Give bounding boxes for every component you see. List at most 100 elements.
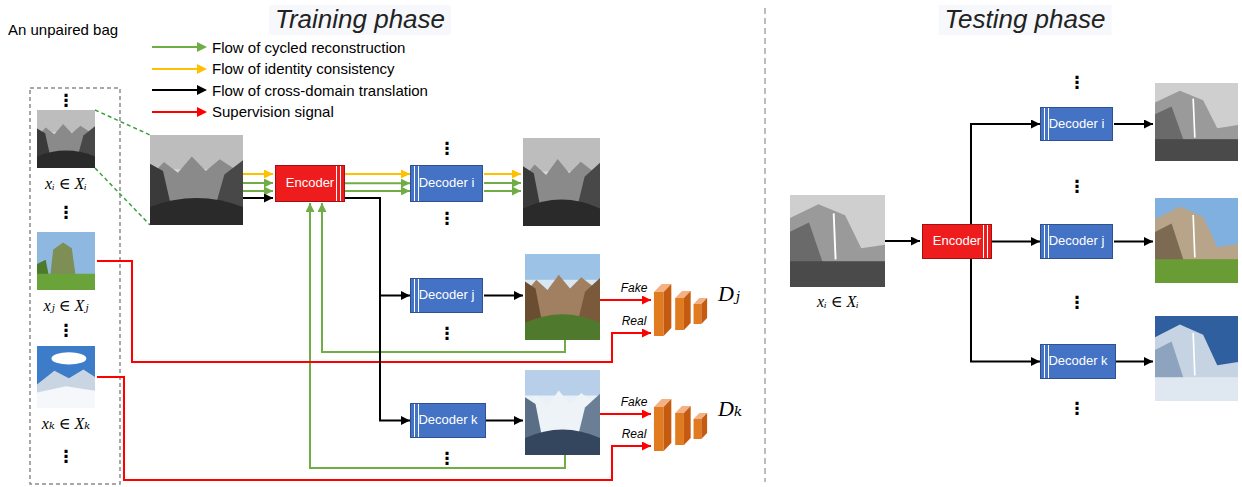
flow-arrow — [484, 420, 523, 422]
edge-stripe — [1044, 108, 1049, 140]
flow-arrow — [345, 198, 410, 421]
legend-swatch — [150, 106, 208, 118]
decoder-box: Decoder j — [1040, 224, 1113, 259]
encoder-box: Encoder — [275, 165, 345, 202]
discriminator-shape — [652, 393, 710, 453]
decoder-box: Decoder i — [1040, 107, 1113, 141]
legend-text: Flow of identity consistency — [212, 60, 395, 77]
fake-arrow — [600, 299, 651, 301]
box-label: Decoder k — [418, 413, 477, 427]
edge-stripe — [414, 404, 419, 437]
ellipsis: ⋮ — [439, 450, 456, 467]
legend-swatch — [152, 111, 198, 113]
legend-swatch — [152, 46, 198, 48]
ellipsis: ⋮ — [1069, 400, 1086, 417]
flow-arrow — [885, 240, 920, 242]
discriminator-shape — [654, 284, 707, 336]
ellipsis: ⋮ — [58, 204, 75, 221]
ellipsis: ⋮ — [58, 448, 75, 465]
ellipsis: ⋮ — [1069, 178, 1086, 195]
ellipsis: ⋮ — [439, 210, 456, 227]
legend-swatch — [152, 89, 198, 91]
supervision-arrow — [97, 261, 651, 362]
phase-title: Training phase — [269, 5, 451, 35]
phase-separator — [764, 8, 766, 482]
encoder-box: Encoder — [922, 224, 992, 259]
legend-swatch — [150, 63, 208, 75]
flow-arrow — [243, 197, 273, 199]
sample-image — [37, 232, 95, 290]
fake-arrow — [600, 413, 651, 415]
output-image — [523, 138, 600, 226]
decoder-box: Decoder i — [410, 165, 483, 202]
discriminator-label: Dⱼ — [718, 282, 740, 306]
supervision-arrow — [97, 377, 651, 480]
edge-stripe — [1044, 345, 1049, 378]
box-label: Decoder j — [419, 288, 475, 302]
flow-arrow — [1114, 123, 1153, 125]
edge-stripe — [983, 225, 988, 258]
flow-arrow — [345, 182, 410, 184]
legend-text: Supervision signal — [212, 103, 334, 120]
edge-stripe — [336, 166, 341, 201]
flow-arrow — [484, 190, 521, 192]
legend-entry: Flow of cross-domain translation — [150, 81, 428, 99]
edge-stripe — [414, 166, 419, 201]
flow-arrow — [1114, 361, 1153, 363]
sample-label: xᵢ ∈ Xᵢ — [45, 175, 87, 193]
ellipsis: ⋮ — [439, 140, 456, 157]
bag-label: An unpaired bag — [8, 21, 118, 38]
discriminator-shape — [654, 399, 707, 451]
legend-text: Flow of cycled reconstruction — [212, 39, 405, 56]
flow-arrow — [484, 295, 523, 297]
legend-swatch — [197, 107, 207, 117]
legend-entry: Flow of identity consistency — [150, 60, 395, 78]
flow-arrow — [971, 124, 1040, 224]
box-label: Decoder k — [1048, 354, 1107, 368]
signal-label: Fake — [621, 282, 648, 296]
flow-arrow — [992, 241, 1040, 243]
signal-label: Fake — [621, 396, 648, 410]
flow-arrow — [484, 173, 521, 175]
sample-image — [37, 110, 95, 168]
cycle-arrow — [322, 203, 565, 352]
discriminator: Dⱼ — [652, 278, 710, 338]
signal-label: Real — [622, 315, 647, 329]
ellipsis: ⋮ — [439, 325, 456, 342]
signal-label: Real — [622, 428, 647, 442]
ellipsis: ⋮ — [1069, 74, 1086, 91]
sample-label: xₖ ∈ Xₖ — [42, 415, 90, 433]
cycle-arrow — [310, 203, 565, 468]
legend-swatch — [197, 64, 207, 74]
decoder-box: Decoder k — [410, 403, 486, 438]
edge-stripe — [414, 279, 419, 312]
discriminator-label: Dₖ — [718, 397, 742, 421]
legend-swatch — [150, 41, 208, 53]
box-label: Decoder j — [1049, 234, 1105, 248]
legend-text: Flow of cross-domain translation — [212, 82, 428, 99]
output-image — [525, 254, 600, 340]
output-image — [1155, 198, 1238, 283]
output-image — [1155, 83, 1238, 161]
bag-outline — [30, 88, 120, 484]
sample-label: xⱼ ∈ Xⱼ — [43, 297, 88, 315]
decoder-box: Decoder k — [1040, 344, 1116, 379]
flow-arrow — [243, 190, 273, 192]
discriminator: Dₖ — [652, 393, 710, 453]
ellipsis: ⋮ — [1069, 294, 1086, 311]
flow-arrow — [243, 173, 273, 175]
output-image — [525, 370, 600, 455]
legend-swatch — [197, 42, 207, 52]
output-image — [1155, 316, 1238, 401]
legend-entry: Supervision signal — [150, 103, 334, 121]
legend-swatch — [150, 84, 208, 96]
ellipsis: ⋮ — [58, 92, 75, 109]
input-image — [790, 195, 885, 287]
flow-arrow — [345, 190, 410, 192]
box-label: Encoder — [933, 234, 981, 248]
flow-arrow — [971, 259, 1040, 362]
zoom-lines — [95, 110, 150, 225]
flow-arrow — [1114, 241, 1153, 243]
box-label: Decoder i — [419, 176, 475, 190]
